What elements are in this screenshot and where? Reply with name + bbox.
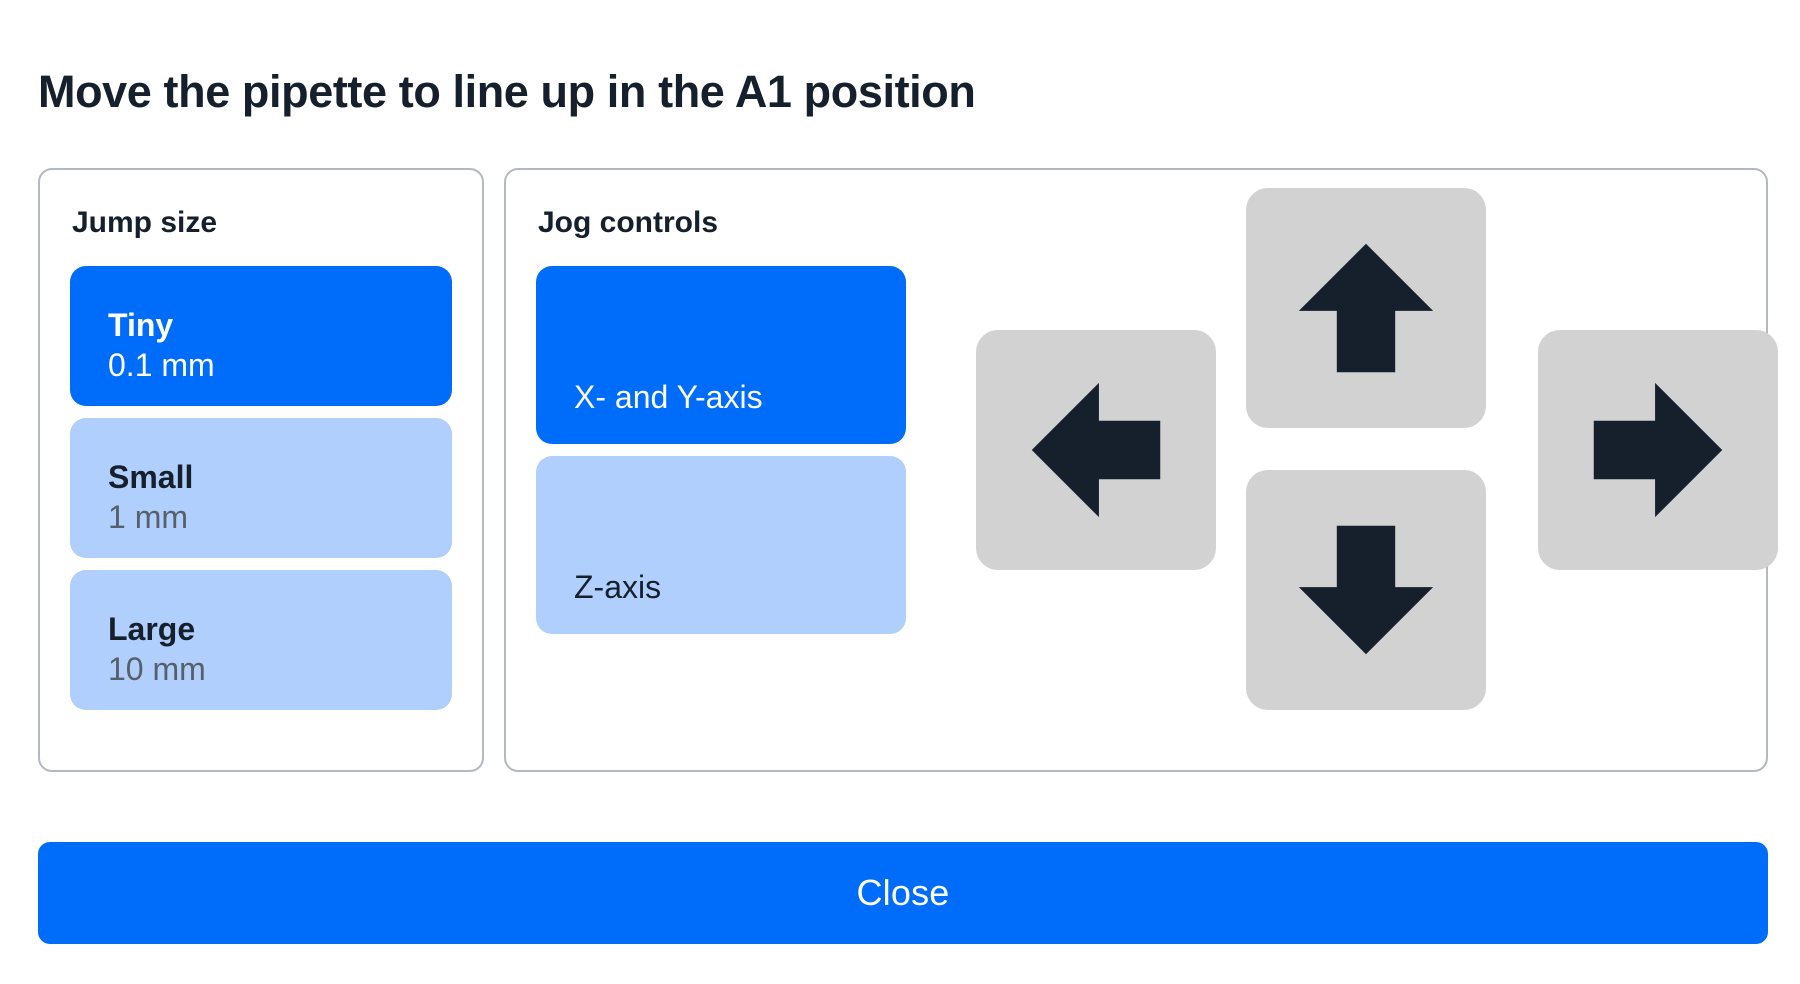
axis-option-xy[interactable]: X- and Y-axis <box>536 266 906 444</box>
jump-size-option-tiny[interactable]: Tiny 0.1 mm <box>70 266 452 406</box>
jump-size-option-tiny-value: 0.1 mm <box>108 347 215 384</box>
axis-option-z[interactable]: Z-axis <box>536 456 906 634</box>
jump-size-option-large[interactable]: Large 10 mm <box>70 570 452 710</box>
jump-size-option-small-name: Small <box>108 458 194 495</box>
jump-size-option-list: Tiny 0.1 mm Small 1 mm Large 10 mm <box>70 266 452 710</box>
arrow-left-icon <box>1023 377 1169 523</box>
jump-size-option-small[interactable]: Small 1 mm <box>70 418 452 558</box>
arrow-up-icon <box>1293 235 1439 381</box>
page-title: Move the pipette to line up in the A1 po… <box>38 66 976 118</box>
direction-pad <box>976 188 1796 758</box>
jump-size-panel: Jump size Tiny 0.1 mm Small 1 mm Large 1… <box>38 168 484 772</box>
axis-selector-list: X- and Y-axis Z-axis <box>536 266 906 634</box>
arrow-down-icon <box>1293 517 1439 663</box>
jump-size-option-tiny-name: Tiny <box>108 306 174 343</box>
jog-up-button[interactable] <box>1246 188 1486 428</box>
jog-down-button[interactable] <box>1246 470 1486 710</box>
jump-size-option-large-name: Large <box>108 610 196 647</box>
jog-right-button[interactable] <box>1538 330 1778 570</box>
jog-controls-panel-title: Jog controls <box>538 206 719 239</box>
jump-size-panel-title: Jump size <box>72 206 218 239</box>
arrow-right-icon <box>1585 377 1731 523</box>
close-button[interactable]: Close <box>38 842 1768 944</box>
jog-left-button[interactable] <box>976 330 1216 570</box>
jump-size-option-large-value: 10 mm <box>108 651 206 688</box>
jog-controls-panel: Jog controls X- and Y-axis Z-axis <box>504 168 1778 772</box>
panels-row: Jump size Tiny 0.1 mm Small 1 mm Large 1… <box>38 168 1778 772</box>
jump-size-option-small-value: 1 mm <box>108 499 188 536</box>
